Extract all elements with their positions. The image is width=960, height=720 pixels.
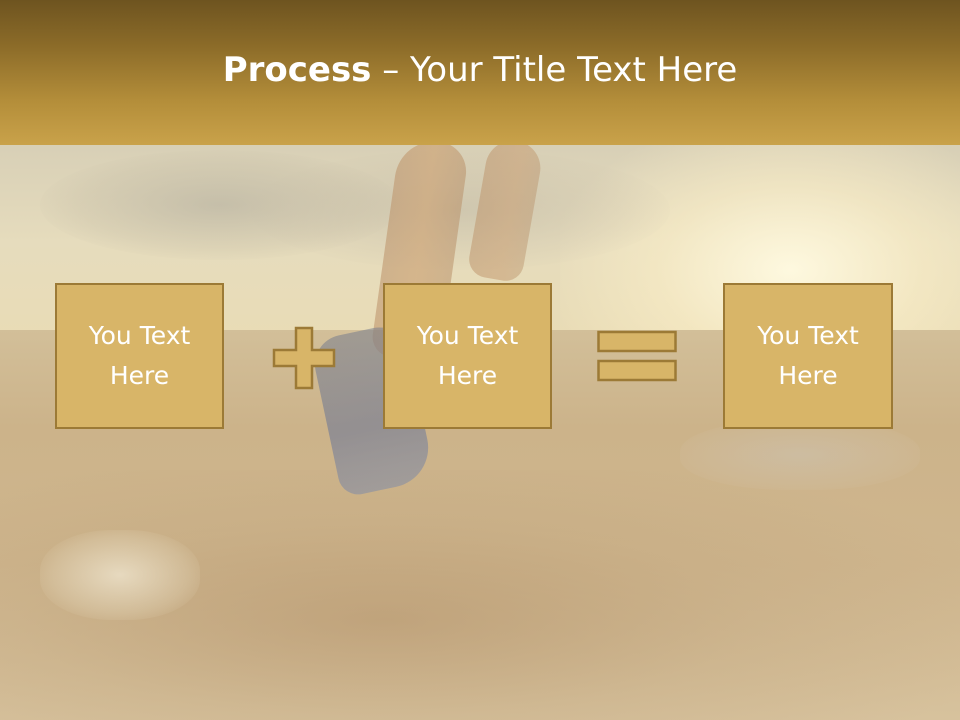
slide-title[interactable]: Process – Your Title Text Here bbox=[223, 53, 738, 87]
process-box-2[interactable]: You Text Here bbox=[383, 283, 552, 429]
title-banner: Process – Your Title Text Here bbox=[0, 0, 960, 145]
background-cloud bbox=[40, 150, 400, 260]
process-box-text: You Text Here bbox=[416, 321, 519, 390]
process-box-1[interactable]: You Text Here bbox=[55, 283, 224, 429]
process-box-3[interactable]: You Text Here bbox=[723, 283, 893, 429]
background-rock bbox=[40, 530, 200, 620]
title-bold: Process bbox=[222, 49, 372, 90]
process-box-text: You Text Here bbox=[88, 321, 191, 390]
background-rock bbox=[680, 420, 920, 490]
process-box-text: You Text Here bbox=[757, 321, 859, 390]
equals-icon bbox=[597, 330, 677, 382]
plus-icon bbox=[272, 326, 336, 390]
title-text: – Your Title Text Here bbox=[371, 49, 738, 90]
